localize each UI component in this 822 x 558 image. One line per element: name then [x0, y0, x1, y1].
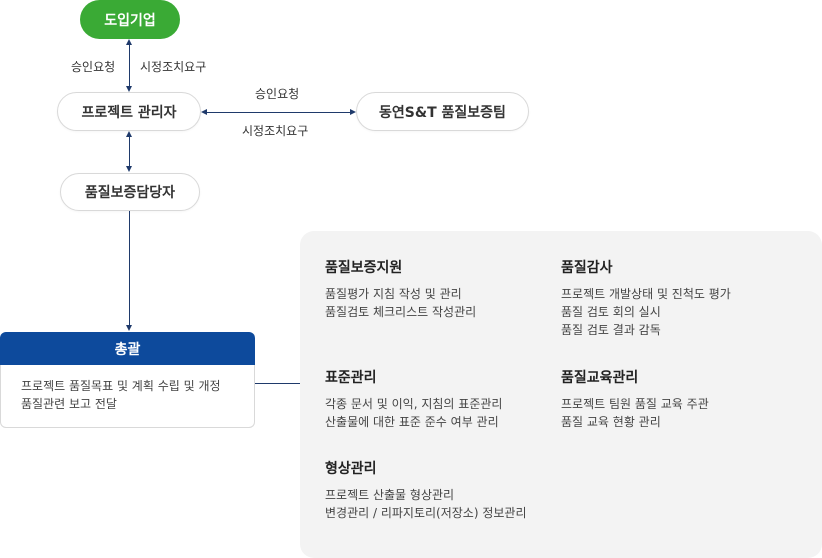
section-line: 품질검토 체크리스트 작성관리 [325, 305, 477, 319]
qa-team-label: 동연S&T 품질보증팀 [379, 104, 506, 121]
section-line: 변경관리 / 리파지토리(저장소) 정보관리 [325, 506, 527, 520]
section-title: 품질교육관리 [561, 370, 639, 386]
section-line: 품질평가 지침 작성 및 관리 [325, 287, 462, 301]
section-standards-management: 표준관리 각종 문서 및 이익, 지침의 표준관리 산출물에 대한 표준 준수 … [325, 367, 502, 431]
section-line: 프로젝트 산출물 형상관리 [325, 488, 455, 502]
section-line: 각종 문서 및 이익, 지침의 표준관리 [325, 397, 503, 411]
section-configuration-management: 형상관리 프로젝트 산출물 형상관리 변경관리 / 리파지토리(저장소) 정보관… [325, 458, 527, 522]
company-node: 도입기업 [80, 0, 180, 39]
pm-label: 프로젝트 관리자 [81, 104, 177, 121]
qa-officer-label: 품질보증담당자 [84, 185, 176, 201]
summary-line: 품질관련 보고 전달 [21, 397, 117, 411]
section-line: 프로젝트 팀원 품질 교육 주관 [561, 397, 709, 411]
section-line: 품질 검토 회의 실시 [561, 305, 661, 319]
edge-label-approval-request-top: 승인요청 [255, 87, 300, 101]
section-quality-assurance-support: 품질보증지원 품질평가 지침 작성 및 관리 품질검토 체크리스트 작성관리 [325, 257, 476, 321]
pm-node: 프로젝트 관리자 [57, 92, 201, 131]
edge-label-corrective-action-right: 시정조치요구 [140, 60, 207, 74]
summary-body: 프로젝트 품질목표 및 계획 수립 및 개정 품질관련 보고 전달 [0, 365, 255, 428]
section-line: 품질 검토 결과 감독 [561, 323, 661, 337]
summary-title: 총괄 [114, 341, 141, 358]
summary-line: 프로젝트 품질목표 및 계획 수립 및 개정 [21, 379, 221, 393]
company-label: 도입기업 [104, 12, 156, 29]
section-title: 품질보증지원 [325, 260, 403, 276]
summary-panel-connector [255, 383, 300, 384]
section-title: 형상관리 [325, 461, 377, 477]
edge-label-corrective-action-bottom: 시정조치요구 [242, 124, 309, 138]
section-quality-audit: 품질감사 프로젝트 개발상태 및 진척도 평가 품질 검토 회의 실시 품질 검… [561, 257, 731, 339]
qa-officer-node: 품질보증담당자 [60, 173, 200, 211]
section-line: 품질 교육 현황 관리 [561, 415, 661, 429]
section-line: 프로젝트 개발상태 및 진척도 평가 [561, 287, 731, 301]
section-title: 품질감사 [561, 260, 613, 276]
summary-header: 총괄 [0, 332, 255, 365]
section-quality-education: 품질교육관리 프로젝트 팀원 품질 교육 주관 품질 교육 현황 관리 [561, 367, 709, 431]
section-title: 표준관리 [325, 370, 377, 386]
edge-label-approval-request-left: 승인요청 [71, 60, 116, 74]
responsibility-panel: 품질보증지원 품질평가 지침 작성 및 관리 품질검토 체크리스트 작성관리 품… [300, 231, 822, 558]
section-line: 산출물에 대한 표준 준수 여부 관리 [325, 415, 499, 429]
qa-team-node: 동연S&T 품질보증팀 [356, 92, 529, 131]
